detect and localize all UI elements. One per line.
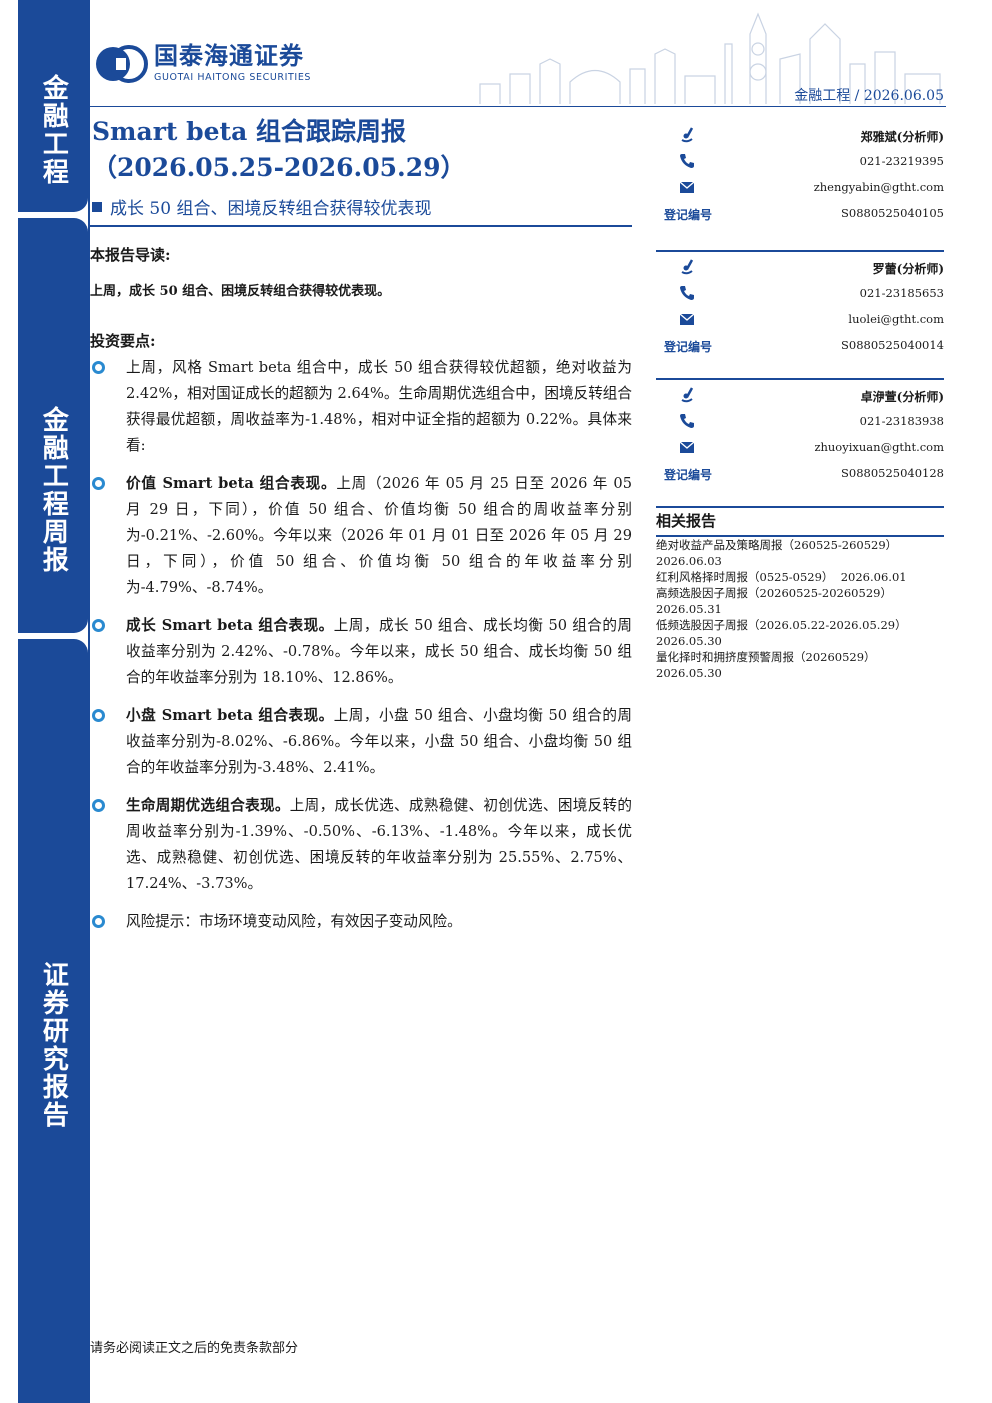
analyst-name: 罗蕾(分析师) bbox=[872, 262, 944, 276]
related-report-date: 2026.05.30 bbox=[656, 634, 722, 648]
analyst-email[interactable]: zhengyabin@gtht.com bbox=[813, 180, 944, 194]
registration-number: S0880525040128 bbox=[841, 466, 944, 480]
logo-text-cn: 国泰海通证券 bbox=[154, 42, 304, 70]
analyst-card: 郑雅斌(分析师) 021-23219395 zhengyabin@gtht.co… bbox=[656, 124, 944, 252]
related-report-item[interactable]: 量化择时和拥挤度预警周报（20260529） 2026.05.30 bbox=[656, 649, 944, 681]
analyst-phone: 021-23185653 bbox=[859, 286, 944, 300]
related-report-date: 2026.06.03 bbox=[656, 554, 722, 568]
related-report-title[interactable]: 量化择时和拥挤度预警周报（20260529） bbox=[656, 650, 876, 664]
key-point-item: 小盘 Smart beta 组合表现。上周，小盘 50 组合、小盘均衡 50 组… bbox=[90, 703, 632, 781]
registration-number: S0880525040105 bbox=[841, 206, 944, 220]
phone-icon bbox=[680, 286, 694, 300]
registration-label: 登记编号 bbox=[664, 468, 713, 482]
related-report-date: 2026.06.01 bbox=[840, 570, 907, 584]
intro-heading: 本报告导读: bbox=[90, 246, 171, 264]
key-point-text: 上周，成长优选、成熟稳健、初创优选、困境反转的周收益率分别为-1.39%、-0.… bbox=[126, 797, 632, 892]
key-point-lead: 生命周期优选组合表现。 bbox=[126, 797, 290, 814]
key-point-lead: 价值 Smart beta 组合表现。 bbox=[126, 475, 337, 492]
report-period: （2026.05.25-2026.05.29） bbox=[92, 153, 466, 182]
analyst-name: 卓洢萱(分析师) bbox=[860, 390, 944, 404]
logo-text-en: GUOTAI HAITONG SECURITIES bbox=[154, 72, 312, 83]
header-category-date: 金融工程 / 2026.06.05 bbox=[794, 88, 944, 104]
analyst-email[interactable]: zhuoyixuan@gtht.com bbox=[814, 440, 944, 454]
left-sidebar: 金融工程 金融工程周报 证券研究报告 bbox=[18, 0, 90, 1403]
analyst-name: 郑雅斌(分析师) bbox=[860, 130, 944, 144]
related-report-item[interactable]: 高频选股因子周报（20260525-20260529） 2026.05.31 bbox=[656, 585, 944, 617]
bullet-ring-icon bbox=[92, 799, 105, 812]
related-report-item[interactable]: 低频选股因子周报（2026.05.22-2026.05.29） 2026.05.… bbox=[656, 617, 944, 649]
city-skyline-graphic bbox=[479, 12, 941, 104]
related-report-title[interactable]: 红利风格择时周报（0525-0529） bbox=[656, 570, 834, 584]
analyst-phone: 021-23183938 bbox=[859, 414, 944, 428]
sidebar-block-category: 金融工程 bbox=[18, 0, 88, 212]
header-rule bbox=[90, 106, 946, 107]
key-point-item: 生命周期优选组合表现。上周，成长优选、成熟稳健、初创优选、困境反转的周收益率分别… bbox=[90, 793, 632, 897]
sidebar-label-category: 金融工程 bbox=[38, 74, 69, 186]
company-logo: 国泰海通证券 GUOTAI HAITONG SECURITIES bbox=[94, 44, 311, 83]
sidebar-label-research: 证券研究报告 bbox=[38, 961, 69, 1129]
key-points-list: 上周，风格 Smart beta 组合中，成长 50 组合获得较优超额，绝对收益… bbox=[90, 355, 632, 947]
analyst-card: 罗蕾(分析师) 021-23185653 luolei@gtht.com 登记编… bbox=[656, 252, 944, 380]
analyst-panel: 郑雅斌(分析师) 021-23219395 zhengyabin@gtht.co… bbox=[656, 124, 944, 508]
key-point-item: 价值 Smart beta 组合表现。上周（2026 年 05 月 25 日至 … bbox=[90, 471, 632, 601]
related-report-title[interactable]: 高频选股因子周报（20260525-20260529） bbox=[656, 586, 892, 600]
key-point-text: 上周，成长 50 组合、成长均衡 50 组合的周收益率分别为 2.42%、-0.… bbox=[126, 617, 633, 686]
key-point-lead: 成长 Smart beta 组合表现。 bbox=[126, 617, 334, 634]
key-point-item: 上周，风格 Smart beta 组合中，成长 50 组合获得较优超额，绝对收益… bbox=[90, 355, 632, 459]
key-point-lead: 小盘 Smart beta 组合表现。 bbox=[126, 707, 334, 724]
related-report-item[interactable]: 绝对收益产品及策略周报（260525-260529） 2026.06.03 bbox=[656, 537, 944, 569]
registration-label: 登记编号 bbox=[664, 208, 713, 222]
key-points-heading: 投资要点: bbox=[90, 332, 156, 350]
key-point-text: 上周（2026 年 05 月 25 日至 2026 年 05 月 29 日，下同… bbox=[126, 475, 633, 596]
pen-icon bbox=[681, 127, 694, 143]
phone-icon bbox=[680, 414, 694, 428]
mail-icon bbox=[679, 181, 695, 193]
pen-icon bbox=[681, 387, 694, 403]
analyst-phone: 021-23219395 bbox=[859, 154, 944, 168]
bullet-ring-icon bbox=[92, 915, 105, 928]
intro-lead: 上周，成长 50 组合、困境反转组合获得较优表现。 bbox=[90, 284, 391, 299]
related-reports-heading: 相关报告 bbox=[656, 510, 944, 537]
report-subtitle-text: 成长 50 组合、困境反转组合获得较优表现 bbox=[110, 199, 432, 219]
key-point-text: 上周，小盘 50 组合、小盘均衡 50 组合的周收益率分别为-8.02%、-6.… bbox=[126, 707, 633, 776]
logo-icon bbox=[94, 44, 148, 83]
related-report-date: 2026.05.30 bbox=[656, 666, 722, 680]
sidebar-label-report-type: 金融工程周报 bbox=[38, 405, 69, 574]
report-subtitle: 成长 50 组合、困境反转组合获得较优表现 bbox=[92, 194, 431, 219]
report-title: Smart beta 组合跟踪周报 bbox=[92, 117, 406, 146]
analyst-email[interactable]: luolei@gtht.com bbox=[848, 312, 944, 326]
registration-label: 登记编号 bbox=[664, 340, 713, 354]
mail-icon bbox=[679, 313, 695, 325]
related-report-title[interactable]: 低频选股因子周报（2026.05.22-2026.05.29） bbox=[656, 618, 907, 632]
registration-number: S0880525040014 bbox=[841, 338, 944, 352]
phone-icon bbox=[680, 154, 694, 168]
bullet-ring-icon bbox=[92, 709, 105, 722]
key-point-item: 风险提示：市场环境变动风险，有效因子变动风险。 bbox=[90, 909, 632, 935]
mail-icon bbox=[679, 441, 695, 453]
related-report-date: 2026.05.31 bbox=[656, 602, 722, 616]
key-point-item: 成长 Smart beta 组合表现。上周，成长 50 组合、成长均衡 50 组… bbox=[90, 613, 632, 691]
sidebar-block-research: 证券研究报告 bbox=[18, 639, 88, 1403]
pen-icon bbox=[681, 259, 694, 275]
bullet-ring-icon bbox=[92, 477, 105, 490]
square-bullet-icon bbox=[92, 201, 102, 212]
related-report-title[interactable]: 绝对收益产品及策略周报（260525-260529） bbox=[656, 538, 898, 552]
disclaimer-note: 请务必阅读正文之后的免责条款部分 bbox=[90, 1341, 299, 1356]
sidebar-divider bbox=[88, 0, 90, 1403]
related-reports: 相关报告 绝对收益产品及策略周报（260525-260529） 2026.06.… bbox=[656, 510, 944, 681]
key-point-text: 上周，风格 Smart beta 组合中，成长 50 组合获得较优超额，绝对收益… bbox=[126, 359, 632, 454]
key-point-text: 风险提示：市场环境变动风险，有效因子变动风险。 bbox=[126, 913, 462, 930]
sidebar-block-report-type: 金融工程周报 bbox=[18, 218, 88, 633]
analyst-card: 卓洢萱(分析师) 021-23183938 zhuoyixuan@gtht.co… bbox=[656, 380, 944, 508]
bullet-ring-icon bbox=[92, 619, 105, 632]
bullet-ring-icon bbox=[92, 361, 105, 374]
related-report-item[interactable]: 红利风格择时周报（0525-0529） 2026.06.01 bbox=[656, 569, 944, 585]
title-rule bbox=[90, 225, 632, 227]
